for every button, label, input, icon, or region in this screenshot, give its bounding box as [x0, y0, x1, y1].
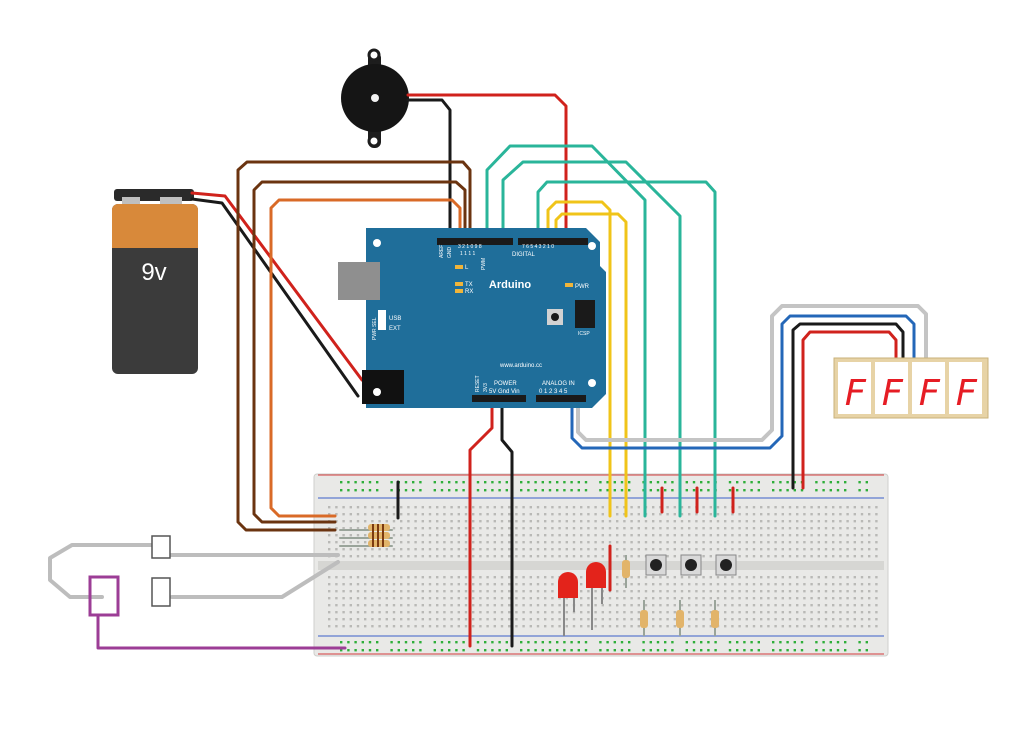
wire-buzzer-black: [406, 98, 452, 242]
display-digit: [949, 362, 982, 414]
label-reset: RESET: [475, 375, 481, 392]
display-digit: [875, 362, 908, 414]
wire-teal-3: [536, 180, 717, 518]
wire-brown-1: [236, 160, 472, 532]
wire-orange: [269, 198, 462, 518]
wire-yellow-2: [554, 212, 628, 518]
resistor-bank: [368, 524, 390, 547]
label-pins-hi2: 3 2 1 0 9 8: [458, 244, 482, 250]
red-leds: [558, 562, 606, 636]
wire-display-black: [791, 322, 905, 490]
label-icsp: ICSP: [578, 331, 590, 337]
label-pwr-sel: PWR SEL: [372, 317, 378, 340]
wire-buzzer-red: [406, 93, 568, 242]
wire-yellow-1: [546, 200, 612, 518]
label-l: L: [465, 265, 469, 271]
display-digit: [912, 362, 945, 414]
display-digit-char: F: [955, 373, 978, 414]
battery-label: 9v: [141, 259, 166, 286]
wire-analog-white: [576, 304, 928, 442]
label-rx: RX: [465, 289, 473, 295]
label-power-pins: 5V Gnd Vin: [489, 389, 520, 395]
label-analog-pins: 0 1 2 3 4 5: [539, 389, 568, 395]
board-site: www.arduino.cc: [499, 363, 542, 369]
label-pwr-led: PWR: [575, 284, 590, 290]
label-aref: AREF: [439, 245, 445, 258]
push-buttons: [645, 554, 737, 576]
piezo-buzzer: [341, 48, 409, 148]
wire-sensor-2: [170, 560, 340, 599]
wire-sensor-loop: [48, 543, 154, 599]
display-digit-char: F: [844, 373, 867, 414]
display-digit: [838, 362, 871, 414]
wire-analog-blue: [570, 314, 916, 450]
label-tx: TX: [465, 282, 473, 288]
label-ext: EXT: [389, 326, 401, 332]
wire-purple: [96, 613, 347, 650]
pull-resistors: [622, 555, 719, 636]
label-digital: DIGITAL: [512, 252, 536, 258]
label-pwm: PWM: [481, 258, 487, 270]
ir-sensors: [88, 535, 171, 617]
board-brand: Arduino: [489, 279, 531, 291]
label-pins-lo: 7 6 5 4 3 2 1 0: [522, 244, 554, 250]
display-digit-char: F: [918, 373, 941, 414]
label-usb: USB: [389, 316, 401, 322]
wire-display-red: [801, 330, 898, 490]
label-3v3: 3V3: [483, 383, 489, 392]
wire-gnd-black: [500, 390, 514, 648]
label-gnd-top: GND: [447, 247, 453, 259]
wire-battery-black: [190, 197, 360, 398]
wire-brown-2: [252, 180, 467, 524]
wire-teal-1: [485, 144, 647, 518]
display-digit-char: F: [881, 373, 904, 414]
wire-battery-red: [190, 191, 364, 382]
label-pins-hi: 1 1 1 1: [460, 251, 476, 257]
label-analog-in: ANALOG IN: [542, 381, 575, 387]
battery-9v: 9v: [112, 189, 198, 374]
wires: [48, 93, 928, 650]
arduino-board: Arduino www.arduino.cc DIGITAL AREF GND …: [338, 228, 606, 408]
wire-teal-2: [501, 160, 682, 518]
label-power: POWER: [494, 381, 517, 387]
wire-5v-red: [468, 390, 494, 648]
